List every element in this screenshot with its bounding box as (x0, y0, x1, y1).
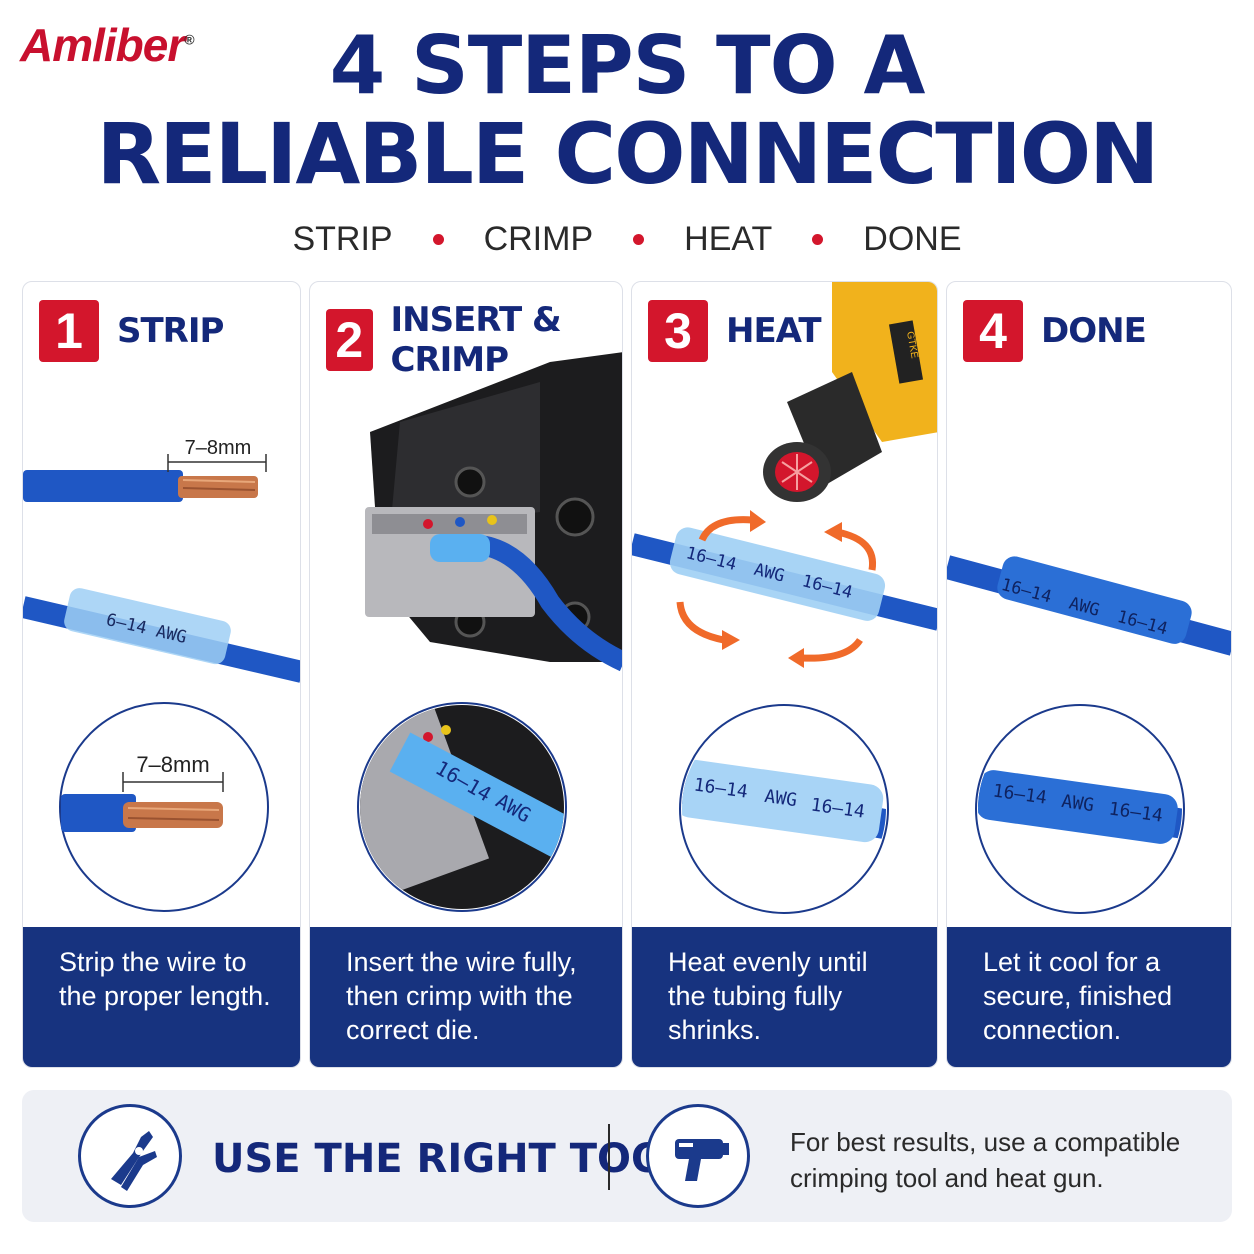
step-caption: Let it cool for a secure, finished conne… (947, 927, 1231, 1067)
caption-line: Strip the wire to (59, 947, 247, 977)
step-number: 2 (326, 309, 373, 371)
caption-line: connection. (983, 1015, 1122, 1045)
caption-line: the tubing fully (668, 981, 843, 1011)
summary-step-strip: STRIP (292, 220, 393, 258)
step-label: INSERT & CRIMP (390, 300, 562, 380)
summary-step-crimp: CRIMP (483, 220, 594, 258)
step-header: 3 HEAT (648, 300, 822, 362)
step-panel-heat: 3 HEAT GTKE 16–14 AWG 16–14 (631, 281, 938, 1068)
crimp-illustration: 16–14 AWG (310, 282, 622, 927)
caption-line: then crimp with the (346, 981, 573, 1011)
step-label: STRIP (117, 311, 224, 351)
step-number: 1 (39, 300, 99, 362)
strip-illustration: 7–8mm 6–14 AWG 7–8mm (23, 282, 300, 927)
gun-brand: GTKE (904, 331, 920, 360)
heat-illustration: GTKE 16–14 AWG 16–14 (632, 282, 937, 927)
step-number: 3 (648, 300, 708, 362)
tool-tip-text: For best results, use a compatible crimp… (790, 1124, 1210, 1196)
done-illustration: 16–14 AWG 16–14 16–14 AWG 16–14 (947, 282, 1231, 927)
page-title-line1: 4 STEPS TO A (329, 19, 926, 112)
caption-line: correct die. (346, 1015, 480, 1045)
step-header: 1 STRIP (39, 300, 224, 362)
use-right-tool-heading: USE THE RIGHT TOOL (212, 1136, 691, 1182)
brand-logo: Amliber® (20, 18, 195, 72)
separator-dot (432, 234, 444, 245)
tool-tip-banner: USE THE RIGHT TOOL For best results, use… (22, 1090, 1232, 1222)
step-caption: Strip the wire to the proper length. (23, 927, 300, 1067)
sleeve-label: AWG (1060, 791, 1095, 816)
step-label: HEAT (726, 311, 822, 351)
step-panel-strip: 1 STRIP 7–8mm 6–14 AWG 7–8 (22, 281, 301, 1068)
divider (608, 1124, 610, 1190)
caption-line: shrinks. (668, 1015, 762, 1045)
tip-line: For best results, use a compatible (790, 1127, 1181, 1157)
caption-line: Let it cool for a (983, 947, 1161, 977)
measure-label: 7–8mm (185, 437, 252, 459)
step-label: DONE (1041, 311, 1147, 351)
sleeve-label: AWG (763, 786, 798, 811)
page-title-line2: RELIABLE CONNECTION (96, 105, 1160, 203)
step-panel-done: 4 DONE 16–14 AWG 16–14 16–14 AWG 16–14 (946, 281, 1232, 1068)
step-number: 4 (963, 300, 1023, 362)
step-caption: Insert the wire fully, then crimp with t… (310, 927, 622, 1067)
step-caption: Heat evenly until the tubing fully shrin… (632, 927, 937, 1067)
step-header: 4 DONE (963, 300, 1147, 362)
step-panel-crimp: 2 INSERT & CRIMP (309, 281, 623, 1068)
summary-step-done: DONE (863, 220, 962, 258)
separator-dot (633, 234, 645, 245)
tip-line: crimping tool and heat gun. (790, 1163, 1104, 1193)
crimper-icon (78, 1104, 182, 1208)
caption-line: the proper length. (59, 981, 271, 1011)
summary-step-heat: HEAT (684, 220, 773, 258)
steps-summary: STRIP CRIMP HEAT DONE (0, 220, 1254, 259)
caption-line: Insert the wire fully, (346, 947, 577, 977)
separator-dot (812, 234, 824, 245)
heat-gun-icon (646, 1104, 750, 1208)
brand-name: Amliber (20, 19, 185, 71)
step-header: 2 INSERT & CRIMP (326, 300, 622, 380)
registered-mark: ® (184, 31, 194, 48)
caption-line: secure, finished (983, 981, 1173, 1011)
caption-line: Heat evenly until (668, 947, 868, 977)
measure-label-detail: 7–8mm (136, 752, 209, 777)
